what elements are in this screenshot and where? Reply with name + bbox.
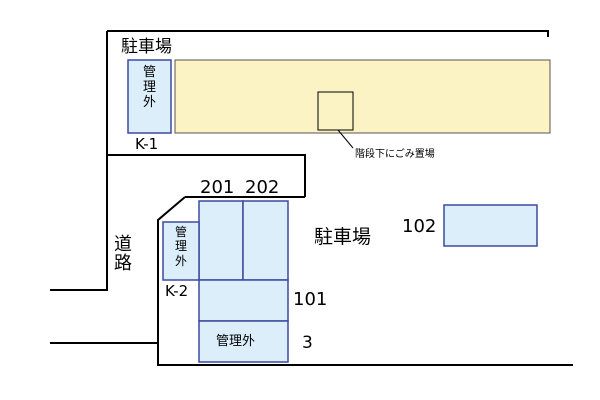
unmanaged-label-bottom: 管理外 [216, 334, 256, 349]
room-3-label: 3 [302, 333, 313, 353]
unmanaged-char: 外 [174, 253, 187, 268]
k2-label: K-2 [165, 282, 189, 300]
room-102-block [443, 204, 538, 247]
room-201-label: 201 [200, 177, 235, 198]
room-202-block [242, 200, 289, 281]
unmanaged-space-bottom [198, 320, 289, 363]
room-102-label: 102 [402, 216, 437, 237]
room-101-block [198, 279, 289, 322]
room-201-block [198, 200, 244, 281]
building-lot-line [157, 196, 573, 366]
trash-leader-line [337, 129, 354, 149]
unmanaged-label-left: 管 理 外 [163, 225, 199, 268]
room-101-label: 101 [293, 289, 328, 310]
road-label: 道 路 [114, 234, 132, 274]
parking-label-top: 駐車場 [121, 37, 172, 57]
trash-under-stairs-box [317, 91, 354, 131]
unmanaged-char: 理 [174, 239, 187, 254]
unmanaged-char: 管 [174, 225, 187, 239]
trash-label: 階段下にごみ置場 [355, 149, 435, 160]
unmanaged-char: 外 [142, 94, 156, 110]
unmanaged-label-top: 管 理 外 [128, 65, 171, 111]
unmanaged-char: 理 [142, 79, 156, 95]
road-char: 路 [114, 252, 132, 274]
top-boundary-line [107, 30, 549, 37]
left-boundary-line [50, 31, 108, 291]
k1-label: K-1 [135, 135, 159, 153]
parking-label-right: 駐車場 [314, 226, 372, 248]
trash-area [174, 59, 551, 134]
unmanaged-space-k2 [162, 221, 200, 281]
road-char: 道 [114, 234, 132, 255]
upper-lot-bottom-line [107, 154, 306, 197]
room-202-label: 202 [245, 177, 280, 198]
unmanaged-space-k1 [127, 59, 172, 134]
unmanaged-char: 管 [142, 65, 156, 80]
